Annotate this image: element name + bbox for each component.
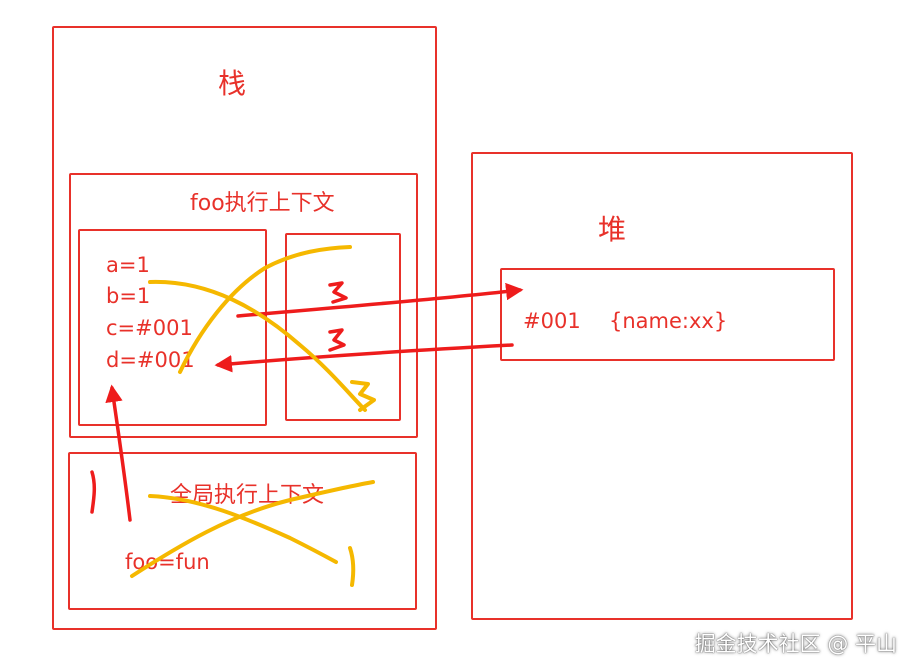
heap-box (471, 152, 853, 620)
foo-side-box (285, 233, 401, 421)
var-b: b=1 (106, 284, 151, 308)
var-c: c=#001 (106, 316, 193, 340)
global-context-title: 全局执行上下文 (170, 483, 325, 508)
var-foo: foo=fun (125, 550, 210, 574)
heap-title: 堆 (598, 213, 627, 246)
foo-context-title: foo执行上下文 (190, 191, 335, 216)
var-d: d=#001 (106, 348, 195, 372)
global-context-box (68, 452, 417, 610)
stack-title: 栈 (218, 67, 247, 100)
stack-box (52, 26, 437, 630)
heap-entry-address: #001 (523, 309, 581, 333)
watermark: 掘金技术社区 @ 平山 (694, 632, 897, 656)
var-a: a=1 (106, 253, 150, 277)
heap-entry-value: {name:xx} (609, 309, 728, 333)
